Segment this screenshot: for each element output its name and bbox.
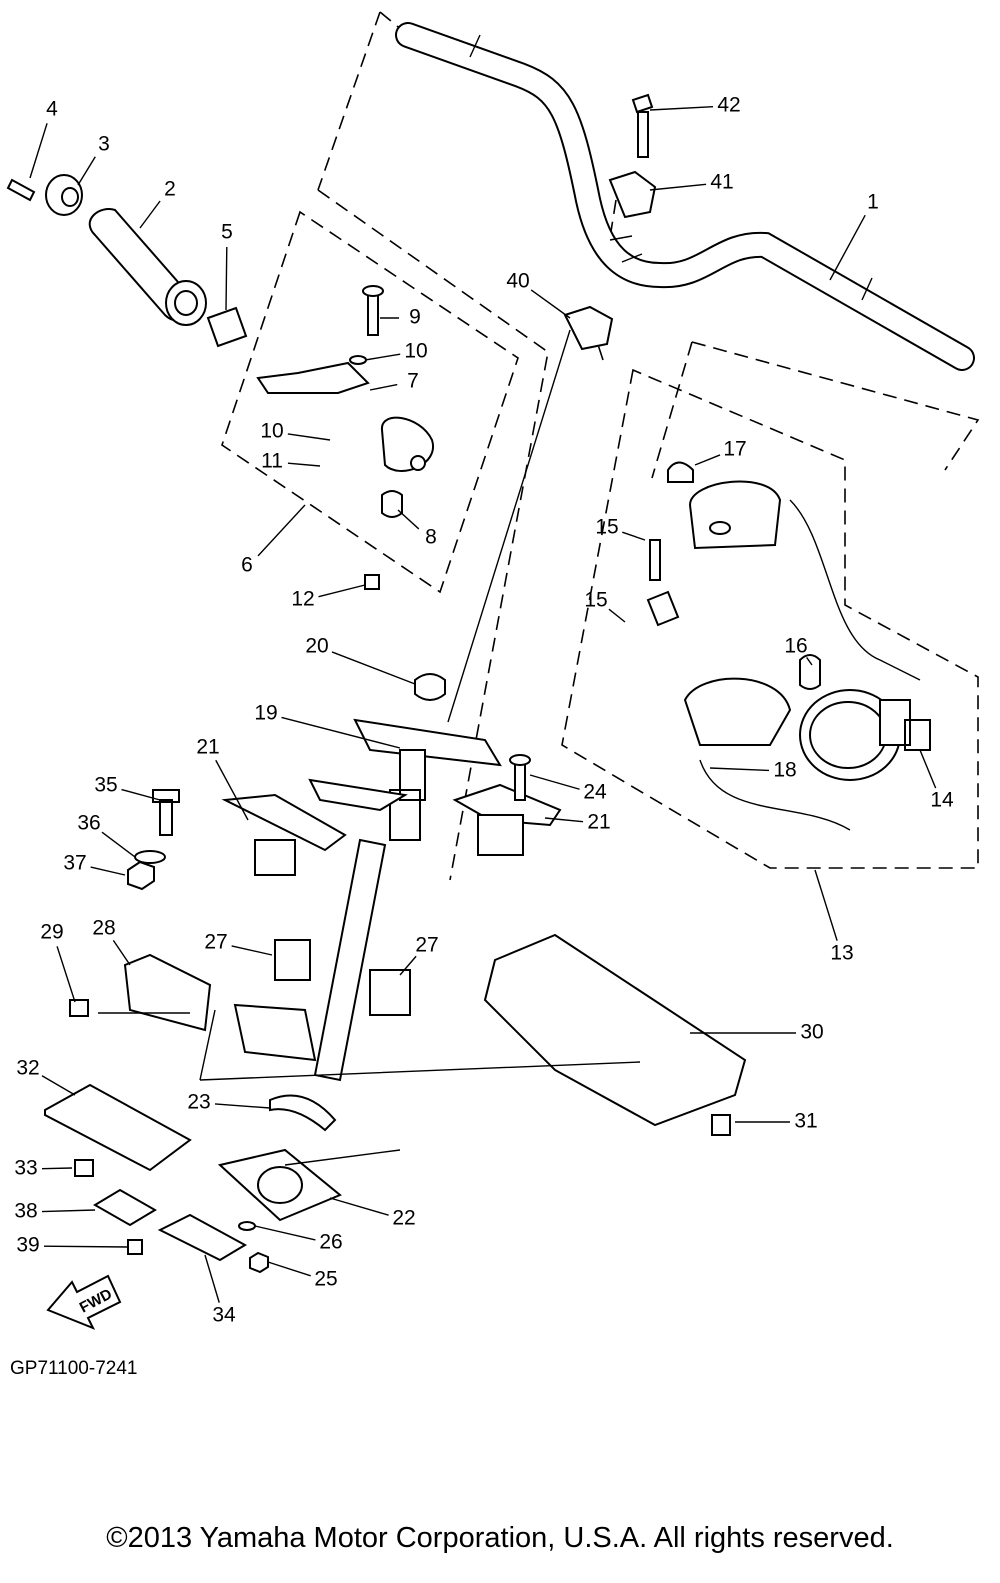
callout-40: 40	[506, 270, 529, 293]
leader-line	[90, 866, 126, 876]
leader-line	[139, 200, 161, 229]
leader-line	[829, 214, 866, 281]
callout-29: 29	[40, 921, 63, 944]
callout-39: 39	[16, 1234, 39, 1257]
handlebar	[395, 22, 975, 371]
leader-line	[281, 716, 401, 749]
leader-line	[254, 1225, 316, 1241]
callout-23: 23	[187, 1091, 210, 1114]
leader-line	[215, 759, 249, 821]
callout-26: 26	[319, 1231, 342, 1254]
callout-33: 33	[14, 1157, 37, 1180]
callout-10: 10	[404, 340, 427, 363]
leader-line	[77, 156, 96, 186]
callout-24: 24	[583, 781, 607, 804]
leader-line	[694, 454, 721, 466]
callout-15: 15	[584, 589, 607, 612]
callout-21: 21	[196, 736, 219, 759]
leader-line	[29, 123, 48, 179]
copyright-notice: ©2013 Yamaha Motor Corporation, U.S.A. A…	[106, 1522, 894, 1554]
leader-line	[399, 955, 417, 976]
leader-line	[225, 246, 228, 311]
callout-32: 32	[16, 1057, 39, 1080]
callout-9: 9	[409, 306, 421, 329]
leader-line	[41, 1167, 73, 1170]
callout-2: 2	[164, 178, 176, 201]
callout-10: 10	[260, 420, 283, 443]
callout-28: 28	[92, 917, 115, 940]
callout-17: 17	[723, 438, 746, 461]
callout-4: 4	[46, 98, 58, 121]
leader-line	[41, 1075, 76, 1096]
callout-27: 27	[204, 931, 227, 954]
callout-7: 7	[407, 370, 419, 393]
callout-34: 34	[212, 1304, 236, 1327]
callout-38: 38	[14, 1200, 37, 1223]
callout-18: 18	[773, 759, 796, 782]
leader-line	[608, 608, 626, 623]
leader-line	[257, 504, 306, 557]
callout-36: 36	[77, 812, 100, 835]
callouts: 4325910710118612424114017151516201921242…	[14, 94, 954, 1327]
leader-line	[41, 1209, 96, 1213]
callout-20: 20	[305, 635, 328, 658]
callout-6: 6	[241, 554, 253, 577]
leader-line	[112, 939, 131, 966]
leader-line	[287, 433, 331, 441]
leader-line	[530, 289, 571, 319]
callout-13: 13	[830, 942, 853, 965]
leader-line	[649, 183, 707, 191]
leader-line	[331, 651, 416, 685]
leader-line	[529, 774, 580, 790]
leader-line	[364, 353, 401, 361]
callout-3: 3	[98, 133, 110, 156]
leader-line	[121, 788, 161, 801]
callout-16: 16	[784, 635, 807, 658]
leader-line	[214, 1103, 271, 1109]
leader-line	[649, 106, 714, 111]
parts	[6, 93, 931, 1274]
leader-line	[204, 1254, 220, 1303]
callout-35: 35	[94, 774, 117, 797]
leader-line	[56, 946, 76, 1003]
leader-line	[806, 657, 813, 666]
callout-8: 8	[425, 526, 437, 549]
leader-line	[622, 531, 646, 541]
callout-41: 41	[710, 171, 733, 194]
fwd-arrow: FWD	[46, 1274, 122, 1330]
callout-14: 14	[930, 789, 954, 812]
callout-22: 22	[392, 1207, 415, 1230]
callout-42: 42	[717, 94, 740, 117]
callout-15: 15	[595, 516, 618, 539]
callout-21: 21	[587, 811, 610, 834]
leader-line	[814, 869, 838, 941]
callout-37: 37	[63, 852, 86, 875]
leader-line	[369, 383, 398, 391]
callout-30: 30	[800, 1021, 823, 1044]
leader-line	[43, 1245, 129, 1248]
leader-line	[329, 1197, 389, 1216]
leader-line	[919, 749, 937, 789]
callout-19: 19	[254, 702, 277, 725]
callout-31: 31	[794, 1110, 817, 1133]
leader-line	[267, 1261, 311, 1277]
callout-12: 12	[291, 588, 314, 611]
leader-line	[101, 831, 136, 858]
callout-5: 5	[221, 221, 233, 244]
leader-line	[709, 767, 770, 772]
leader-line	[287, 462, 321, 467]
leader-line	[318, 584, 366, 598]
callout-25: 25	[314, 1268, 337, 1291]
leader-line	[544, 817, 584, 823]
callout-27: 27	[415, 934, 438, 957]
leader-line	[231, 945, 273, 956]
callout-11: 11	[261, 450, 283, 473]
drawing-code: GP71100-7241	[10, 1358, 137, 1379]
callout-1: 1	[867, 191, 879, 214]
leader-line	[397, 509, 420, 530]
